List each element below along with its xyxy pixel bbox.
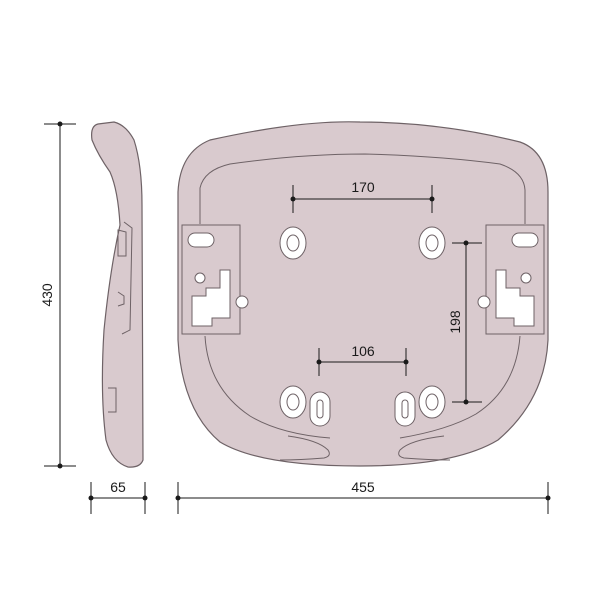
dimension-bottom-hole-spacing: 106 — [316, 343, 409, 376]
upper-bolt-hole-left — [279, 226, 307, 260]
lower-slot-right — [394, 391, 416, 427]
upper-bolt-hole-right — [418, 226, 446, 260]
side-view-rib — [121, 221, 133, 335]
side-view-bracket — [117, 229, 127, 257]
top-view-lower-contour-right — [399, 335, 521, 439]
side-view-foot — [108, 387, 117, 413]
top-view-front-notch-right — [398, 435, 451, 461]
top-view-shell — [177, 121, 549, 467]
dimension-depth: 65 — [88, 479, 148, 514]
dimension-side-hole-spacing: 198 — [447, 240, 482, 405]
dimension-side-hole-spacing-label: 198 — [447, 310, 463, 334]
dimension-height-label: 430 — [39, 283, 55, 307]
top-view-front-notch-left — [279, 435, 330, 461]
lower-slot-left — [309, 391, 331, 427]
side-view-shell — [91, 121, 144, 468]
left-plate-hole-small — [194, 272, 206, 284]
dimension-top-hole-spacing: 170 — [290, 179, 435, 213]
dimension-width-label: 455 — [351, 479, 375, 495]
right-plate-hole-small — [520, 272, 532, 284]
side-view-clip — [117, 291, 125, 307]
dimension-width: 455 — [175, 479, 551, 514]
dimension-top-hole-spacing-label: 170 — [351, 179, 375, 195]
left-plate-cutout — [191, 269, 231, 327]
lower-bolt-hole-left — [279, 385, 307, 419]
left-plate-hole — [235, 295, 249, 309]
top-view-lower-contour — [204, 335, 331, 439]
right-plate-hole — [477, 295, 491, 309]
dimension-bottom-hole-spacing-label: 106 — [351, 343, 375, 359]
top-view-inner-contour — [199, 153, 526, 224]
lower-bolt-hole-right — [418, 385, 446, 419]
dimension-height: 430 — [39, 121, 76, 469]
left-mounting-plate — [181, 224, 249, 335]
dimension-depth-label: 65 — [110, 479, 126, 495]
left-plate-slot — [187, 232, 215, 248]
right-plate-slot — [511, 232, 539, 248]
right-mounting-plate — [477, 224, 545, 335]
side-view — [91, 121, 144, 468]
right-plate-cutout — [495, 269, 535, 327]
top-view — [177, 121, 549, 467]
